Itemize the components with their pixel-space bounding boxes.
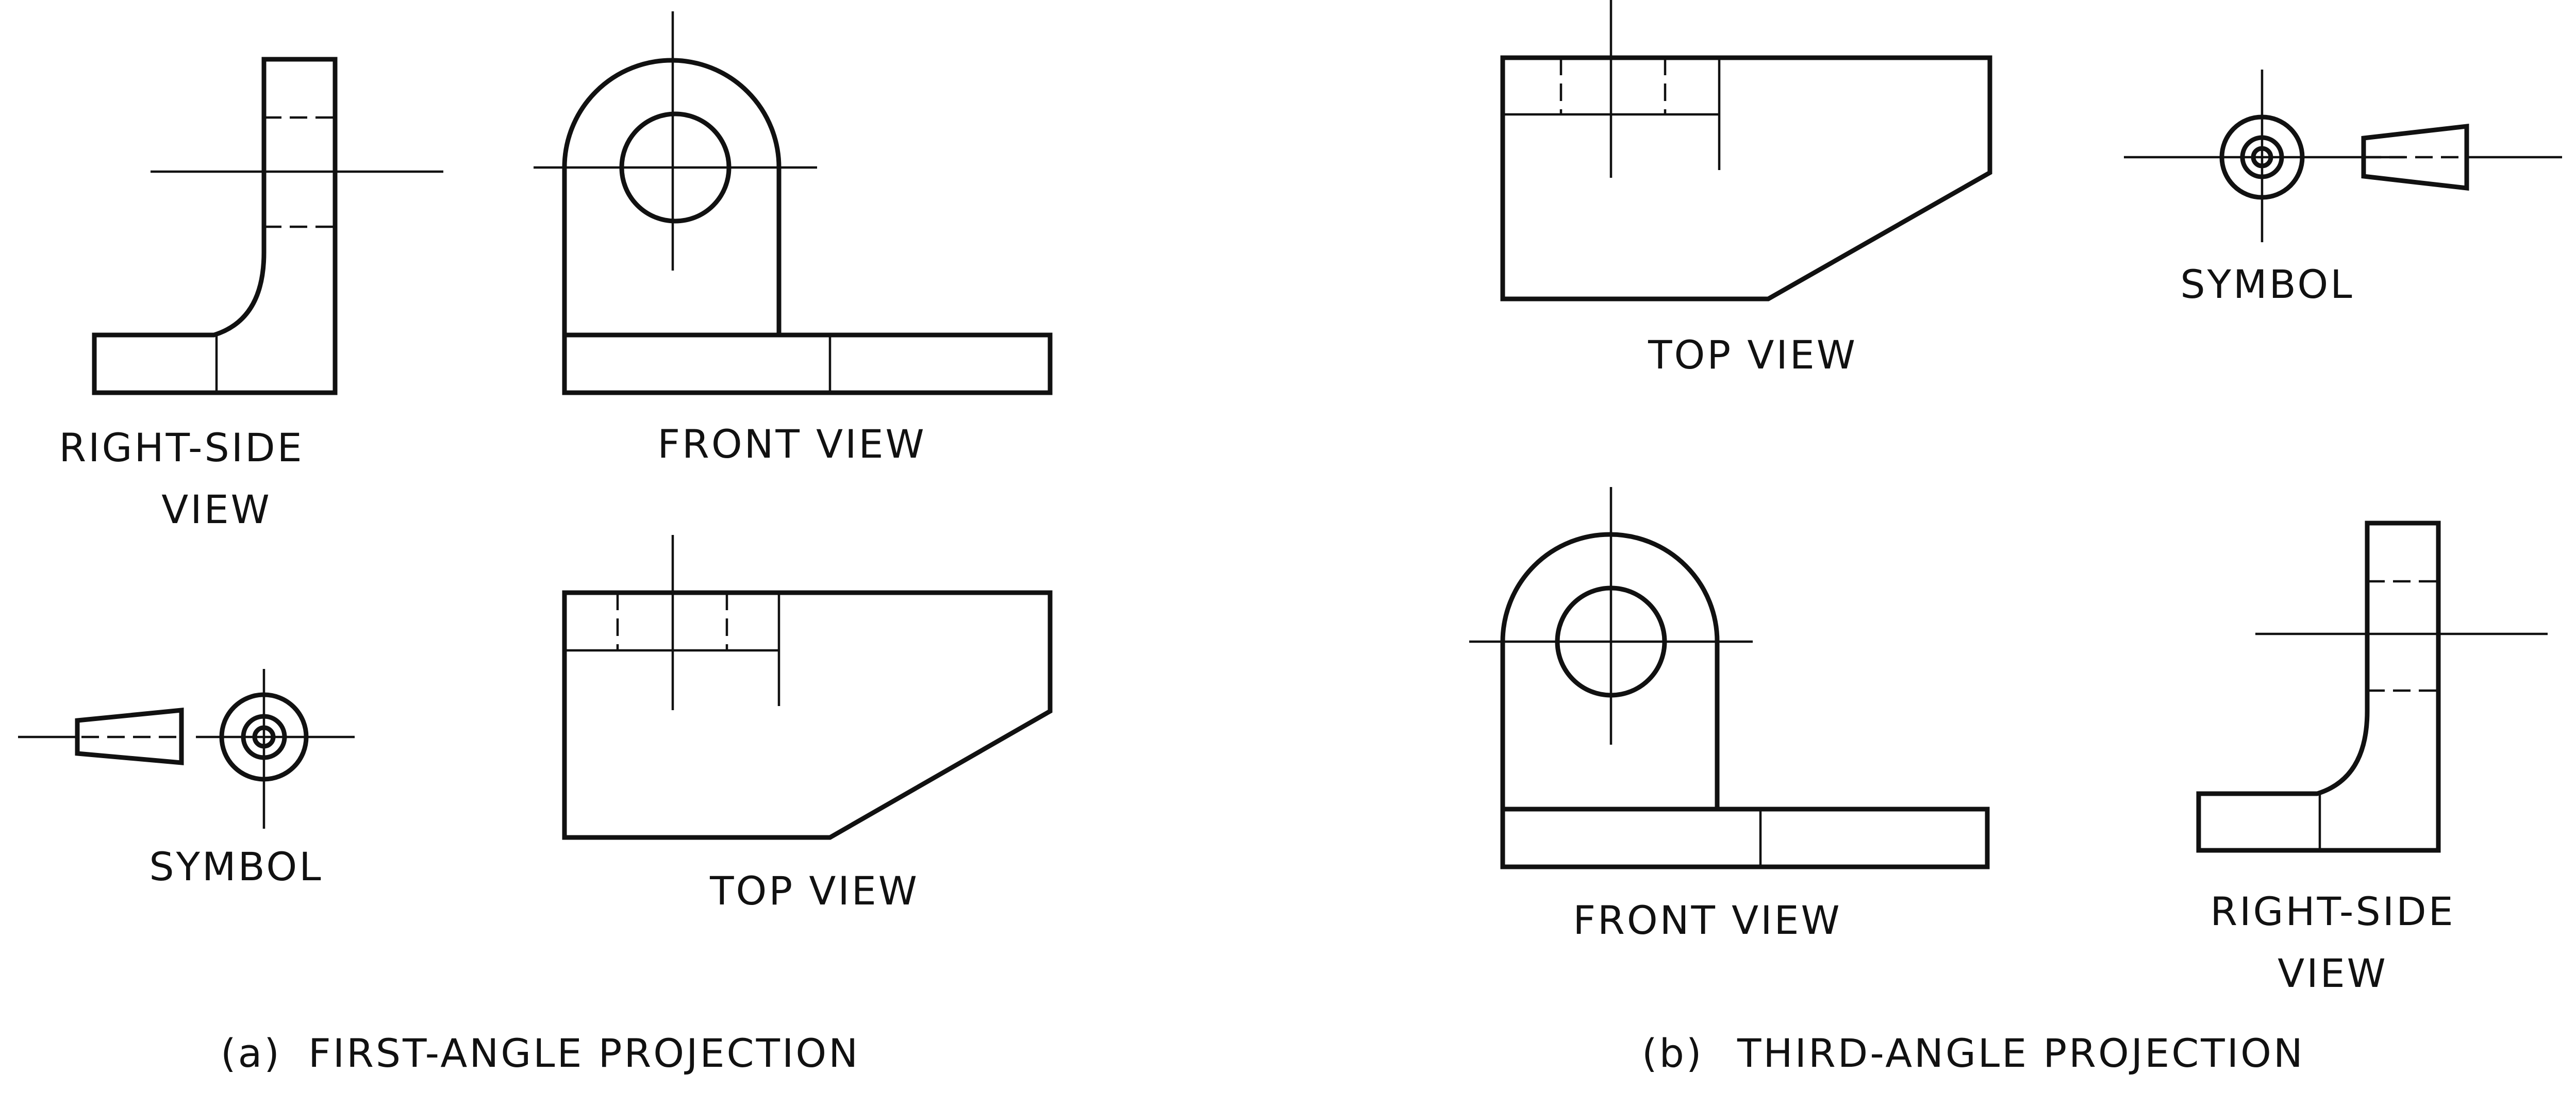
first-angle-right-side-label-line1: RIGHT-SIDE [59, 425, 304, 471]
first-angle-front-view [534, 11, 1053, 395]
third-angle-right-side-label-line1: RIGHT-SIDE [2210, 888, 2455, 934]
first-angle-right-side-label-line2: VIEW [161, 487, 272, 532]
first-angle-caption: FIRST-ANGLE PROJECTION [308, 1030, 860, 1076]
third-angle-caption-letter: (b) [1642, 1030, 1704, 1076]
first-angle-caption-letter: (a) [221, 1030, 281, 1076]
third-angle-front-view [1469, 487, 1990, 869]
first-angle-right-side-view [92, 57, 443, 395]
first-angle-projection: RIGHT-SIDE VIEW FRONT VIEW SYMBOL TOP VI… [18, 11, 1053, 1076]
third-angle-right-side-label-line2: VIEW [2278, 950, 2388, 996]
third-angle-caption: THIRD-ANGLE PROJECTION [1737, 1030, 2305, 1076]
third-angle-top-view-label: TOP VIEW [1648, 332, 1857, 378]
first-angle-front-view-label: FRONT VIEW [657, 421, 926, 467]
third-angle-right-side-view [2196, 521, 2548, 853]
third-angle-symbol [2124, 70, 2562, 242]
third-angle-top-view [1500, 0, 1992, 301]
third-angle-projection: TOP VIEW SYMBOL FRONT VIEW RIGHT-SIDE VI… [1469, 0, 2562, 1076]
third-angle-symbol-label: SYMBOL [2180, 261, 2354, 307]
first-angle-top-view-label: TOP VIEW [709, 868, 919, 914]
third-angle-front-view-label: FRONT VIEW [1573, 897, 1841, 943]
first-angle-symbol-label: SYMBOL [149, 844, 323, 890]
first-angle-symbol [18, 669, 355, 829]
first-angle-top-view [562, 535, 1053, 840]
